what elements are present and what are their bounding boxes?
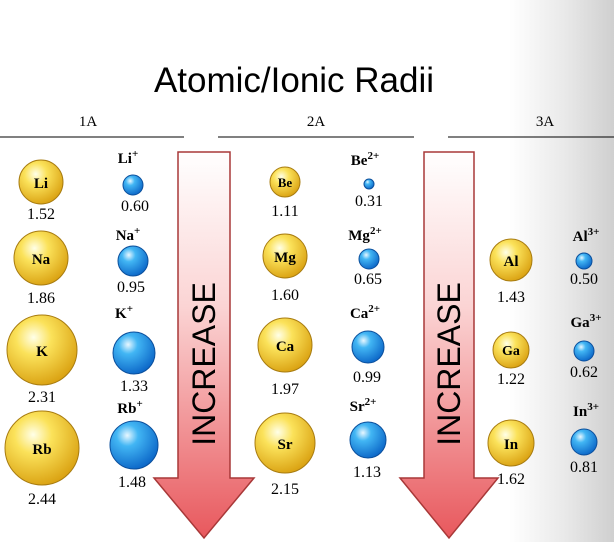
ion-symbol: Al3+ xyxy=(573,226,600,245)
ion-sr: Sr2+ 1.13 xyxy=(349,396,387,481)
increase-arrow-2: INCREASE xyxy=(398,151,500,540)
atom-li: Li 1.52 xyxy=(18,159,64,223)
ion-k: K+ 1.33 xyxy=(112,303,156,395)
atom-symbol: Sr xyxy=(278,437,293,453)
atom-symbol: Rb xyxy=(32,442,51,458)
ion-na: Na+ 0.95 xyxy=(116,225,149,296)
atom-radius: 1.62 xyxy=(497,471,525,488)
ion-radius: 0.60 xyxy=(121,198,149,215)
atom-radius: 1.11 xyxy=(271,203,298,220)
ion-mg: Mg2+ 0.65 xyxy=(348,225,382,288)
ion-symbol: Sr2+ xyxy=(350,396,377,415)
atom-mg: Mg 1.60 xyxy=(262,233,308,304)
ion-al: Al3+ 0.50 xyxy=(570,226,599,288)
atom-radius: 1.22 xyxy=(497,371,525,388)
ion-symbol: Na+ xyxy=(116,225,141,244)
atom-symbol: Ca xyxy=(276,339,295,355)
atom-be: Be 1.11 xyxy=(269,166,301,220)
ion-radius: 0.65 xyxy=(354,271,382,288)
group-label-3a: 3A xyxy=(536,114,555,130)
increase-label-2: INCREASE xyxy=(431,282,467,446)
atom-ga: Ga 1.22 xyxy=(492,331,530,388)
ion-radius: 1.48 xyxy=(118,474,146,491)
increase-arrow-1: INCREASE xyxy=(152,151,256,540)
atom-radius: 2.15 xyxy=(271,481,299,498)
ion-radius: 0.81 xyxy=(570,459,598,476)
ion-symbol: In3+ xyxy=(573,401,599,420)
atom-radius: 1.97 xyxy=(271,381,299,398)
ion-be: Be2+ 0.31 xyxy=(351,150,383,210)
atom-radius: 2.44 xyxy=(28,491,56,508)
atom-in: In 1.62 xyxy=(487,419,535,488)
diagram-title: Atomic/Ionic Radii xyxy=(154,61,434,100)
ion-symbol: Rb+ xyxy=(117,398,142,417)
ion-radius: 0.62 xyxy=(570,364,598,381)
atom-symbol: K xyxy=(36,344,48,360)
atom-radius: 2.31 xyxy=(28,389,56,406)
ion-radius: 1.13 xyxy=(353,464,381,481)
ion-radius: 0.50 xyxy=(570,271,598,288)
ion-li: Li+ 0.60 xyxy=(118,148,149,215)
ion-ca: Ca2+ 0.99 xyxy=(350,303,385,386)
atom-symbol: Na xyxy=(32,252,51,268)
atom-sr: Sr 2.15 xyxy=(254,412,316,498)
increase-label-1: INCREASE xyxy=(186,282,222,446)
ion-symbol: Li+ xyxy=(118,148,138,167)
atom-symbol: Be xyxy=(278,175,293,190)
ion-symbol: Ga3+ xyxy=(571,312,602,331)
ion-radius: 0.99 xyxy=(353,369,381,386)
atom-radius: 1.60 xyxy=(271,287,299,304)
atom-na: Na 1.86 xyxy=(13,230,69,307)
atom-radius: 1.86 xyxy=(27,290,55,307)
ion-radius: 0.31 xyxy=(355,193,383,210)
atom-symbol: In xyxy=(504,437,519,453)
atom-symbol: Ga xyxy=(502,344,520,359)
atom-ca: Ca 1.97 xyxy=(257,317,313,398)
group-label-2a: 2A xyxy=(307,114,326,130)
atom-radius: 1.52 xyxy=(27,206,55,223)
atom-symbol: Li xyxy=(34,176,48,192)
ion-radius: 0.95 xyxy=(117,279,145,296)
ion-rb: Rb+ 1.48 xyxy=(109,398,159,491)
atom-k: K 2.31 xyxy=(6,314,78,406)
atom-al: Al 1.43 xyxy=(489,238,533,306)
atom-rb: Rb 2.44 xyxy=(4,410,80,508)
atom-symbol: Mg xyxy=(274,250,296,266)
ion-in: In3+ 0.81 xyxy=(570,401,599,476)
group-label-1a: 1A xyxy=(79,114,98,130)
ion-radius: 1.33 xyxy=(120,378,148,395)
ion-ga: Ga3+ 0.62 xyxy=(570,312,601,381)
ion-symbol: Ca2+ xyxy=(350,303,380,322)
ion-symbol: Be2+ xyxy=(351,150,379,169)
atom-radius: 1.43 xyxy=(497,289,525,306)
ion-symbol: K+ xyxy=(115,303,133,322)
ion-symbol: Mg2+ xyxy=(348,225,381,244)
atom-symbol: Al xyxy=(504,254,519,270)
